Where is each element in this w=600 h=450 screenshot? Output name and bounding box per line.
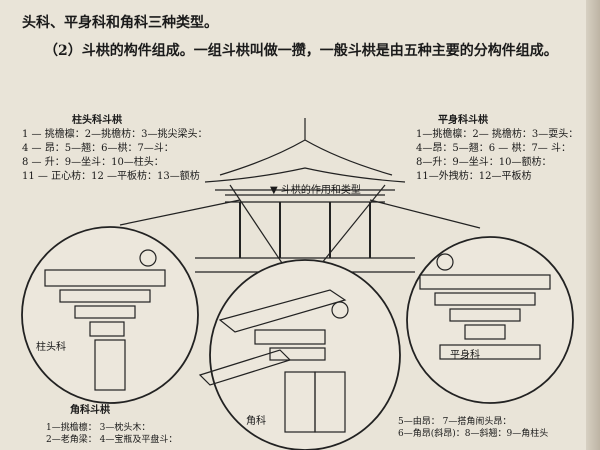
zhutouke-legend: 1 — 挑檐檩：2—挑檐枋：3—挑尖梁头： 4 — 昂：5—翘：6—栱：7—斗：… [22,128,207,184]
legend-line: 2—老角梁： 4—宝瓶及平盘斗： [46,435,178,445]
legend-line: 4—昂：5—翘：6 — 栱：7— 斗： [416,143,571,154]
zhutouke-label: 柱头科 [36,342,66,353]
legend-line: 5—由昂： 7—搭角闹头昂： [398,417,512,427]
jiaoke-legend-right: 5—由昂： 7—搭角闹头昂： 6—角昂(斜昂)：8—斜翘：9—角柱头 [398,416,548,440]
legend-line: 1 — 挑檐檩：2—挑檐枋：3—挑尖梁头： [22,129,208,140]
pingshenke-label: 平身科 [450,350,480,361]
center-caption-text: 斗栱的作用和类型 [280,185,361,196]
zhutouke-title: 柱头科斗栱 [72,115,122,126]
pingshenke-detail-circle [406,236,574,404]
jiaoke-legend-left: 1—挑檐檩： 3—枕头木： 2—老角梁： 4—宝瓶及平盘斗： [46,422,177,446]
jiaoke-title: 角科斗栱 [70,405,110,416]
body-line-1: 头科、平身科和角科三种类型。 [22,15,218,31]
legend-line: 1—挑檐檩： 3—枕头木： [46,423,151,433]
legend-line: 8—升：9—坐斗：10—额枋： [416,157,552,168]
legend-line: 11 — 正心枋：12 —平板枋：13—额枋 [22,171,200,182]
pingshenke-legend: 1—挑檐檩：2— 挑檐枋：3—耍头： 4—昂：5—翘：6 — 栱：7— 斗： 8… [416,128,578,184]
bracket-sketches [44,249,551,433]
zhutouke-detail-circle [21,226,199,404]
page-edge [586,0,600,450]
legend-line: 4 — 昂：5—翘：6—栱：7—斗： [22,143,174,154]
jiaoke-label: 角科 [246,416,266,427]
legend-line: 11—外拽枋：12—平板枋 [416,171,532,182]
jiaoke-detail-circle [209,259,401,450]
legend-line: 8 — 升：9—坐斗：10—柱头： [22,157,164,168]
body-line-2: （2）斗栱的构件组成。一组斗栱叫做一攒，一般斗栱是由五种主要的分构件组成。 [44,43,558,59]
legend-line: 1—挑檐檩：2— 挑檐枋：3—耍头： [416,129,579,140]
pingshenke-title: 平身科斗栱 [438,115,488,126]
legend-line: 6—角昂(斜昂)：8—斜翘：9—角柱头 [398,429,549,439]
roof-outline [219,118,393,176]
center-caption: ▼ 斗栱的作用和类型 [270,185,361,196]
